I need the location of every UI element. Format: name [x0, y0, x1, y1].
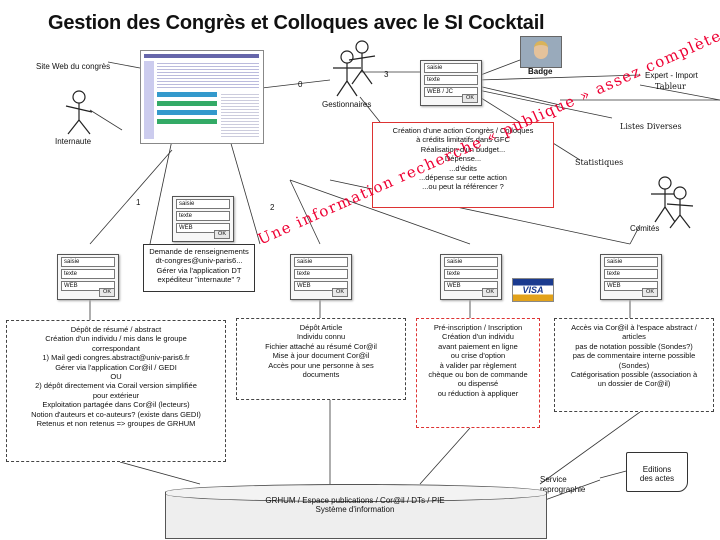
gestionnaire-figure-icon — [333, 50, 361, 97]
form-field[interactable]: saisie — [604, 257, 658, 267]
form-field[interactable]: texte — [61, 269, 115, 279]
box-acces-corail: Accès via Cor@il à l'espace abstract / a… — [554, 318, 714, 412]
gestionnaire-figure-2-icon — [348, 40, 376, 85]
ok-button[interactable]: OK — [214, 230, 230, 239]
form-field[interactable]: WEB — [604, 281, 658, 291]
form-comites: saisie texte WEB OK — [600, 254, 662, 300]
form-field[interactable]: WEB — [294, 281, 348, 291]
grhum-database-label: GRHUM / Espace publications / Cor@il / D… — [265, 496, 445, 515]
ok-button[interactable]: OK — [462, 94, 478, 103]
visa-card-icon: VISA — [512, 278, 554, 302]
form-depot-resume: saisie texte WEB OK — [57, 254, 119, 300]
ok-button[interactable]: OK — [332, 288, 348, 297]
form-field[interactable]: WEB — [61, 281, 115, 291]
form-field[interactable]: WEB / JC — [424, 87, 478, 97]
arrow-number-3: 3 — [384, 70, 389, 79]
form-field[interactable]: texte — [444, 269, 498, 279]
form-gestionnaires: saisie texte WEB / JC OK — [420, 60, 482, 106]
comite-figure-icon — [651, 176, 679, 223]
form-field[interactable]: saisie — [61, 257, 115, 267]
label-internaute: Internaute — [55, 137, 92, 146]
form-field[interactable]: saisie — [424, 63, 478, 73]
label-statistiques: Statistiques — [575, 158, 624, 167]
label-gestionnaires: Gestionnaires — [322, 100, 372, 109]
badge-photo-image — [520, 36, 562, 68]
form-internaute: saisie texte WEB OK — [172, 196, 234, 242]
website-screenshot-image — [140, 50, 264, 144]
grhum-database-top — [165, 484, 547, 502]
editions-document-icon: Editions des actes — [626, 452, 688, 492]
arrow-number-0: 0 — [298, 80, 303, 89]
page-title: Gestion des Congrès et Colloques avec le… — [48, 12, 545, 34]
ok-button[interactable]: OK — [99, 288, 115, 297]
box-preinscription: Pré-inscription / Inscription Création d… — [416, 318, 540, 428]
label-comites: Comités — [630, 224, 660, 233]
form-inscription: saisie texte WEB OK — [440, 254, 502, 300]
form-field[interactable]: texte — [294, 269, 348, 279]
label-badge: Badge — [528, 67, 553, 76]
form-field[interactable]: texte — [604, 269, 658, 279]
box-creation-action: Création d'une action Congrès / Colloque… — [372, 122, 554, 208]
form-field[interactable]: texte — [424, 75, 478, 85]
comite-figure-2-icon — [666, 186, 694, 229]
ok-button[interactable]: OK — [642, 288, 658, 297]
form-field[interactable]: WEB — [176, 223, 230, 233]
form-depot-article: saisie texte WEB OK — [290, 254, 352, 300]
form-field[interactable]: saisie — [444, 257, 498, 267]
label-listes: Listes Diverses — [620, 122, 682, 131]
box-depot-resume: Dépôt de résumé / abstract Création d'un… — [6, 320, 226, 462]
label-service-reprographie: Service reprographie — [540, 475, 586, 494]
form-field[interactable]: saisie — [294, 257, 348, 267]
form-field[interactable]: WEB — [444, 281, 498, 291]
label-tableur: Tableur — [655, 82, 686, 91]
arrow-number-1: 1 — [136, 198, 141, 207]
label-site-web: Site Web du congrès — [36, 62, 111, 71]
internaute-figure-icon — [65, 90, 93, 135]
form-field[interactable]: saisie — [176, 199, 230, 209]
box-depot-article: Dépôt Article Individu connu Fichier att… — [236, 318, 406, 400]
ok-button[interactable]: OK — [482, 288, 498, 297]
box-demande-renseignements: Demande de renseignements dt-congres@uni… — [143, 244, 255, 292]
label-export: Expert - Import — [645, 71, 698, 80]
arrow-number-2: 2 — [270, 203, 275, 212]
form-field[interactable]: texte — [176, 211, 230, 221]
